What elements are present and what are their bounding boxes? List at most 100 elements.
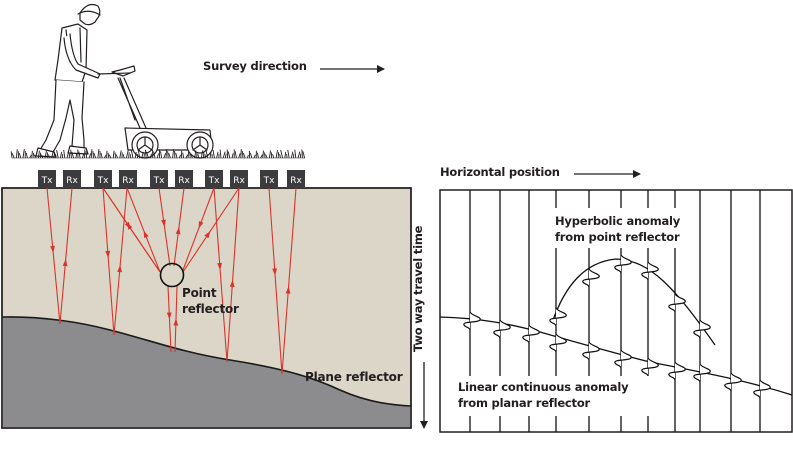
radar-ray [281, 187, 297, 375]
antenna-label: Rx [178, 176, 190, 186]
antenna-label: Rx [66, 176, 78, 186]
point-reflector-circle [159, 262, 185, 288]
antenna-box [38, 170, 56, 188]
trace-wiggle [493, 319, 511, 339]
surveyor-head [79, 3, 101, 26]
antenna-label: Rx [233, 176, 245, 186]
antenna-box [205, 170, 223, 188]
linear-anomaly-label-line2: from planar reflector [458, 396, 591, 410]
trace-wiggle [668, 293, 686, 313]
radar-ray [59, 187, 73, 325]
trace-wiggle [549, 333, 567, 353]
radar-ray [158, 187, 171, 267]
ray-arrowhead [50, 245, 55, 254]
ray-arrowhead [198, 221, 204, 229]
antenna-array: Tx Rx Tx Rx Tx Rx Tx Rx Tx Rx [38, 170, 305, 188]
trace-wiggle [614, 254, 632, 274]
ray-arrowhead [285, 286, 291, 294]
ray-arrowhead [161, 219, 166, 228]
antenna-rx: Rx [175, 170, 193, 188]
radar-ray [226, 187, 240, 363]
antenna-box [63, 170, 81, 188]
ray-arrowhead [166, 312, 172, 320]
label-backdrop [552, 208, 684, 248]
antenna-label: Tx [97, 176, 109, 186]
antenna-rx: Rx [287, 170, 305, 188]
antenna-label: Tx [41, 176, 53, 186]
antenna-box [287, 170, 305, 188]
ray-arrowhead [117, 264, 122, 273]
radar-ray [173, 187, 185, 267]
bedrock-layer [2, 316, 411, 428]
radar-rays [46, 187, 297, 375]
ray-arrowhead [62, 258, 68, 267]
ray-arrowhead [105, 250, 111, 259]
trace-wiggles [463, 254, 771, 399]
radar-ray [102, 187, 115, 336]
trace-wiggle [582, 341, 600, 361]
plane-reflector-line [1, 316, 412, 407]
trace-wiggle [668, 361, 686, 381]
antenna-tx: Tx [205, 170, 223, 188]
radar-ray [182, 187, 215, 271]
antenna-box [175, 170, 193, 188]
trace-wiggle [641, 357, 659, 377]
surveyor-legs [39, 79, 85, 155]
antenna-tx: Tx [38, 170, 56, 188]
antenna-tx: Tx [150, 170, 168, 188]
radar-ray [166, 285, 172, 353]
antenna-box [150, 170, 168, 188]
ray-arrowhead [143, 230, 149, 239]
ray-arrowhead [173, 318, 179, 326]
horizontal-position-label: Horizontal position [440, 165, 560, 179]
antenna-tx: Tx [260, 170, 278, 188]
trace-wiggle [753, 379, 771, 399]
surveyor-arm [63, 33, 101, 79]
antenna-box [230, 170, 248, 188]
antenna-box [119, 170, 137, 188]
linear-anomaly-label: Linear continuous anomaly from planar re… [458, 379, 629, 411]
radar-ray [46, 187, 61, 325]
antenna-label: Tx [263, 176, 275, 186]
plane-reflector-label: Plane reflector [305, 370, 403, 384]
trace-wiggle [724, 372, 742, 392]
planar-anomaly-line [439, 316, 793, 396]
radargram-panel [439, 189, 793, 433]
ray-arrowhead [204, 230, 211, 239]
point-reflector-label-line2: reflector [182, 302, 239, 316]
trace-wiggle [693, 363, 711, 383]
antenna-tx: Tx [94, 170, 112, 188]
antenna-label: Rx [290, 176, 302, 186]
gpr-cart-handle [97, 65, 147, 129]
trace-wiggle [582, 268, 600, 288]
surveyor-illustration [35, 3, 214, 159]
antenna-box [260, 170, 278, 188]
antenna-label: Tx [208, 176, 220, 186]
radar-ray [102, 187, 161, 273]
label-backdrop [455, 376, 665, 416]
hyperbolic-anomaly-label: Hyperbolic anomaly from point reflector [555, 213, 680, 245]
ray-arrowhead [229, 279, 235, 288]
ray-arrowhead [175, 226, 181, 235]
antenna-label: Tx [153, 176, 165, 186]
ray-arrowhead [272, 268, 278, 276]
antenna-rx: Rx [63, 170, 81, 188]
trace-wiggle [463, 311, 481, 331]
antenna-rx: Rx [230, 170, 248, 188]
radar-ray [213, 187, 228, 363]
radar-ray [268, 187, 283, 375]
point-reflector-label-line1: Point [182, 286, 217, 300]
linear-anomaly-label-line1: Linear continuous anomaly [458, 380, 629, 394]
trace-wiggle [522, 324, 540, 344]
trace-wiggle [614, 349, 632, 369]
trace-wiggle [549, 307, 567, 327]
radar-ray [126, 187, 161, 273]
radar-ray [182, 187, 240, 273]
antenna-rx: Rx [119, 170, 137, 188]
radar-ray [113, 187, 128, 336]
point-reflector-label: Point reflector [182, 285, 239, 317]
hyperbolic-anomaly-label-line2: from point reflector [555, 230, 680, 244]
two-way-travel-time-label: Two way travel time [411, 225, 425, 352]
trace-wiggle [641, 261, 659, 281]
